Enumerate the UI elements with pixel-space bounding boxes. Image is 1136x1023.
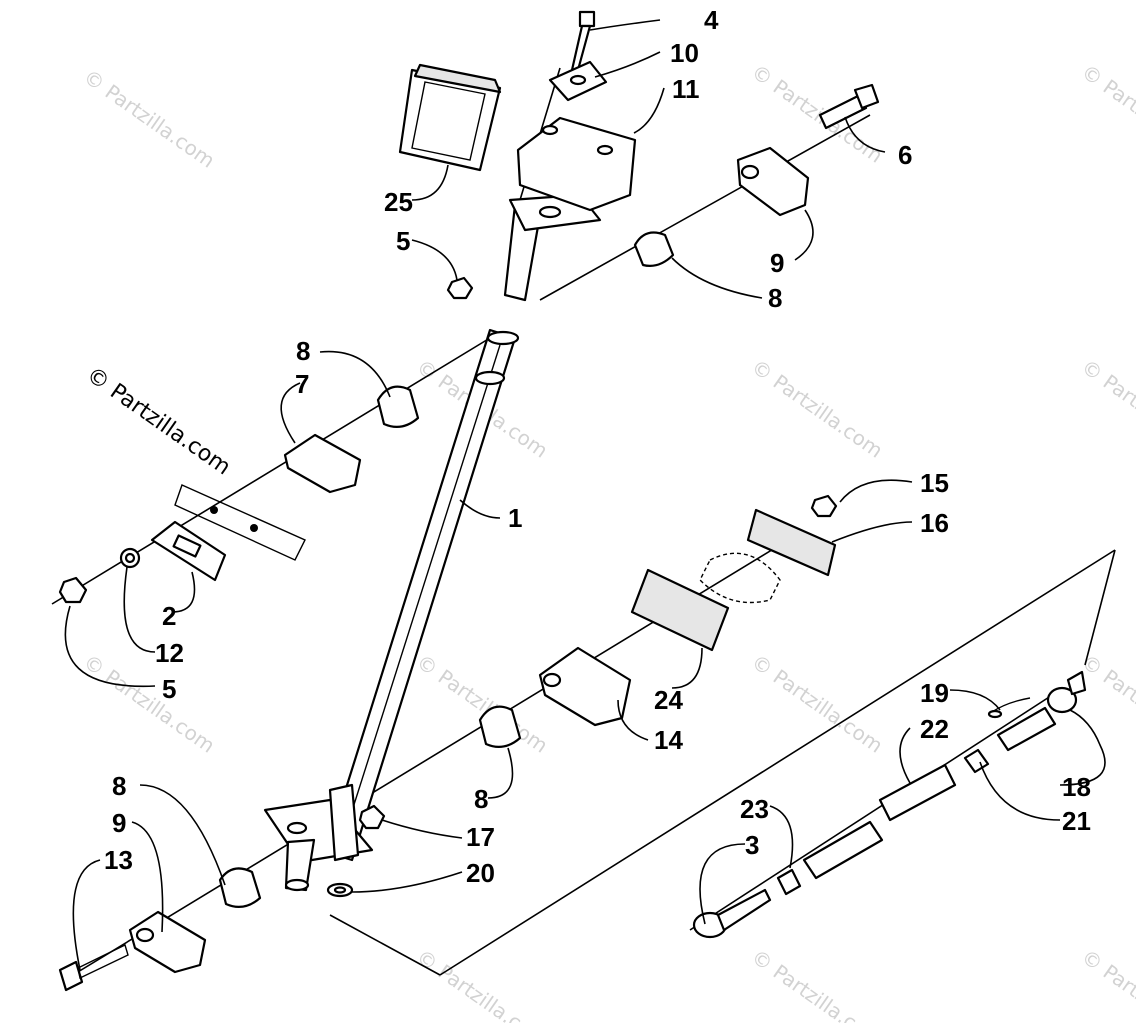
leader-lines (64, 19, 1106, 971)
watermark-tile: © Partzilla.com (1077, 944, 1136, 1023)
handlebar-block (516, 116, 637, 212)
callout-22: 22 (920, 714, 949, 744)
callout-13: 13 (104, 845, 133, 875)
callout-20: 20 (466, 858, 495, 888)
bolt-right (818, 83, 880, 130)
watermark-tile: © Partzilla.com (747, 944, 887, 1023)
callout-16: 16 (920, 508, 949, 538)
watermark-tile: © Partzilla.com (747, 649, 887, 757)
callout-10: 10 (670, 38, 699, 68)
callout-1: 1 (508, 503, 522, 533)
callout-15: 15 (920, 468, 949, 498)
watermark-tile: © Partzilla.com (1077, 59, 1136, 167)
callout-25: 25 (384, 187, 413, 217)
nut-upper (446, 276, 474, 300)
washer-20 (326, 882, 354, 898)
callout-6: 6 (898, 140, 912, 170)
callout-8-center: 8 (474, 784, 488, 814)
watermark-tile: © Partzilla.com (1077, 354, 1136, 462)
callout-11: 11 (672, 74, 700, 104)
callout-7: 7 (295, 369, 309, 399)
tie-rod-assembly (692, 670, 1087, 939)
steering-post (263, 193, 602, 892)
callout-19: 19 (920, 678, 949, 708)
callout-4: 4 (704, 5, 719, 35)
watermark-main: © Partzilla.com (82, 362, 235, 480)
callout-23: 23 (740, 794, 769, 824)
callout-9-lower: 9 (112, 808, 126, 838)
steering-cover (398, 63, 502, 172)
callout-5-lower: 5 (162, 674, 176, 704)
nut-17 (358, 804, 386, 830)
callout-2: 2 (162, 601, 176, 631)
watermark-tile: © Partzilla.com (412, 944, 552, 1023)
watermark-tile: © Partzilla.com (412, 649, 552, 757)
watermark-tile: © Partzilla.com (1077, 649, 1136, 757)
callout-5-upper: 5 (396, 226, 410, 256)
lower-left-assembly (58, 867, 262, 992)
callout-3: 3 (745, 830, 759, 860)
callout-labels: 1 2 3 4 5 5 6 7 8 8 8 8 9 9 10 11 12 13 … (104, 5, 1091, 888)
watermark-tile: © Partzilla.com (747, 354, 887, 462)
left-assembly (58, 385, 420, 604)
clamp-upper-right (736, 146, 810, 217)
callout-14: 14 (654, 725, 683, 755)
callout-9-upper: 9 (770, 248, 784, 278)
callout-24: 24 (654, 685, 683, 715)
watermark-tile: © Partzilla.com (79, 64, 219, 172)
callout-21: 21 (1062, 806, 1091, 836)
callout-8-upper-right: 8 (768, 283, 782, 313)
callout-12: 12 (155, 638, 184, 668)
bushing-upper-right (633, 231, 675, 267)
callout-8-left: 8 (296, 336, 310, 366)
callout-8-lower-left: 8 (112, 771, 126, 801)
center-right-assembly (478, 494, 838, 749)
watermark-tile: © Partzilla.com (79, 649, 219, 757)
callout-18: 18 (1062, 772, 1091, 802)
handlebar-cap (548, 60, 608, 102)
callout-17: 17 (466, 822, 495, 852)
